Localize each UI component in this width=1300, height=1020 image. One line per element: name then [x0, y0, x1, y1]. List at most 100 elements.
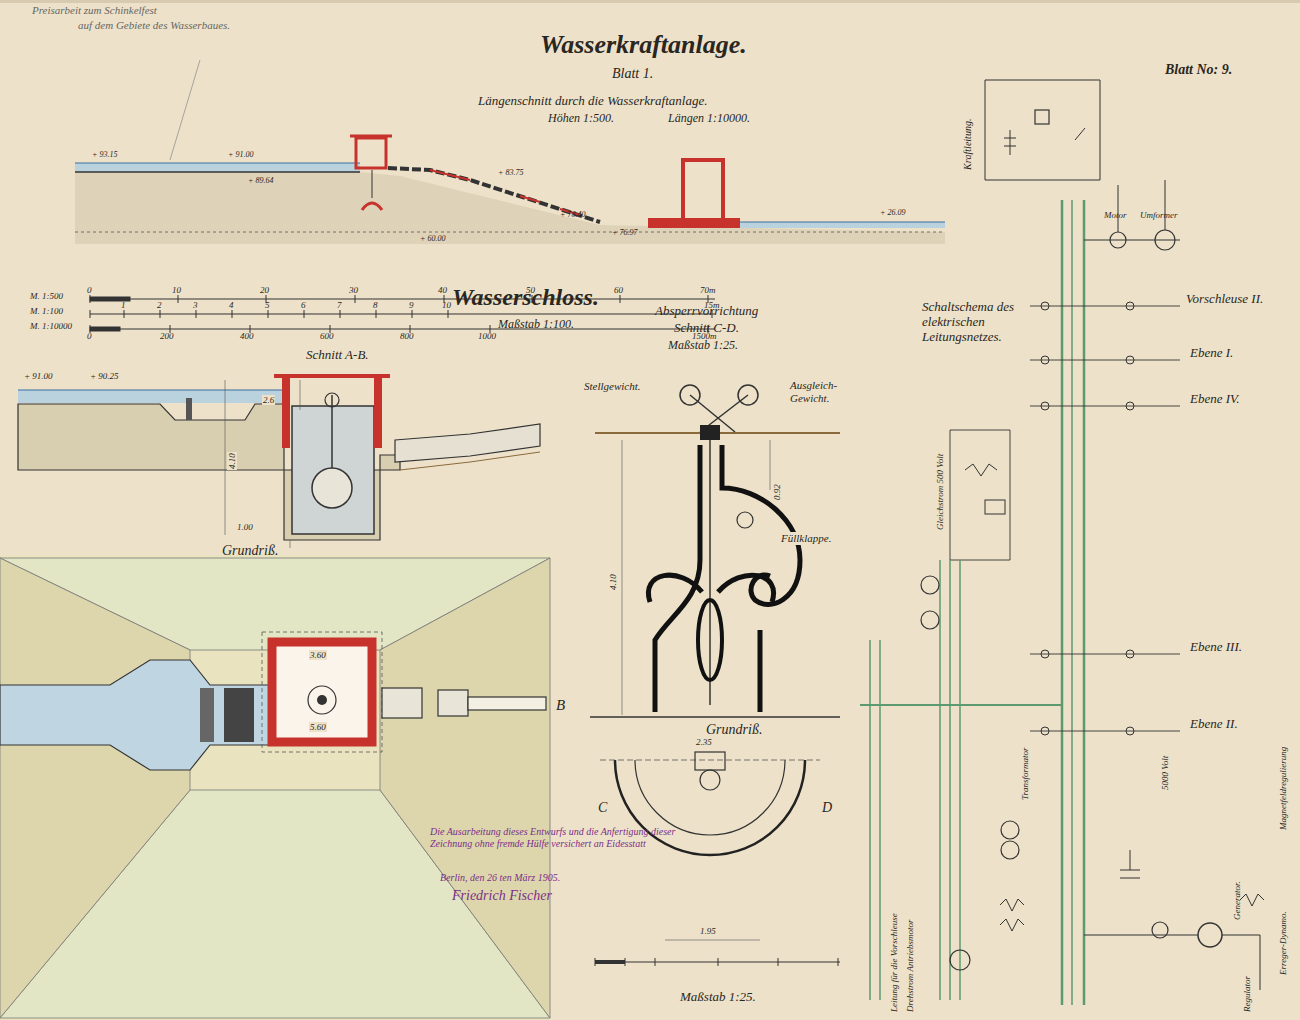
scale-bar-part — [90, 299, 715, 300]
wiring-schematic-part — [985, 80, 1100, 180]
surge-chamber-section-part — [18, 389, 282, 390]
wiring-schematic-part — [1071, 200, 1073, 1005]
scale-bar-part — [90, 295, 708, 303]
surge-chamber-plan-part — [224, 688, 254, 742]
surge-chamber-plan-part — [308, 686, 336, 714]
shutoff-valve-part — [770, 440, 771, 490]
elevation: + 90.25 — [90, 371, 119, 381]
sheet-number: Blatt No: 9. — [1165, 62, 1232, 78]
wiring-schematic-part — [921, 576, 939, 594]
view-title: Grundriß. — [222, 543, 278, 559]
wiring-schematic-part — [1126, 356, 1134, 364]
surge-chamber-plan-part — [272, 642, 372, 742]
elevation: + 93.15 — [92, 150, 117, 159]
surge-chamber-plan-part — [0, 660, 270, 770]
surge-chamber-section-part — [400, 452, 540, 470]
wiring-schematic-part — [1041, 302, 1049, 310]
scale-bar-part — [90, 310, 712, 318]
dimension: 0.92 — [772, 484, 782, 500]
header-note: Preisarbeit zum Schinkelfest — [32, 4, 157, 17]
shutoff-valve-part — [758, 630, 763, 712]
section-title: Längenschnitt durch die Wasserkraftanlag… — [478, 94, 707, 109]
scale-number: 1500m — [692, 331, 717, 341]
scale-number: 600 — [320, 331, 334, 341]
wiring-schematic-part — [1041, 650, 1049, 658]
level-label: Ebene IV. — [1190, 392, 1240, 407]
scale-number: 60 — [614, 285, 623, 295]
dimension: 5.60 — [309, 722, 327, 732]
wiring-schematic-part — [1126, 402, 1134, 410]
circuit-label: Drehstrom Antriebsmotor — [905, 920, 915, 1012]
declaration-note: Die Ausarbeitung dieses Entwurfs und die… — [430, 826, 680, 849]
scale-note: Höhen 1:500. — [548, 112, 614, 126]
part-label: Füllklappe. — [780, 532, 832, 545]
surge-chamber-plan-part — [0, 558, 190, 1018]
part-label: Ausgleich- Gewicht. — [790, 379, 856, 404]
scale-number: 8 — [373, 300, 378, 310]
part-label: Stellgewicht. — [584, 380, 641, 393]
drawing-heading: Wasserschloss. — [452, 284, 599, 312]
longitudinal-section-part — [388, 168, 600, 222]
scale-note: Längen 1:10000. — [668, 112, 750, 126]
shutoff-valve-part — [718, 575, 774, 602]
scale-number: 1000 — [478, 331, 496, 341]
elevation: + 91.00 — [228, 150, 253, 159]
header-note: auf dem Gebiete des Wasserbaues. — [78, 19, 230, 32]
shutoff-valve-part — [648, 575, 702, 602]
shutoff-valve-part — [595, 960, 625, 964]
wiring-schematic-part — [1001, 821, 1019, 839]
scale-bar-part — [90, 314, 715, 315]
shutoff-valve-part — [737, 512, 753, 528]
surge-chamber-plan-part — [382, 688, 422, 718]
wiring-schematic-part — [940, 560, 960, 1000]
longitudinal-section — [75, 60, 945, 244]
elevation: + 26.09 — [880, 208, 905, 217]
dimension: 1.95 — [700, 926, 716, 936]
wiring-schematic-part — [950, 950, 970, 970]
elevation: + 83.75 — [498, 168, 523, 177]
surge-chamber-section-part — [18, 404, 400, 540]
circuit-label: Regulator — [1242, 976, 1252, 1012]
dimension: 3.60 — [309, 650, 327, 660]
shutoff-valve-part — [595, 958, 838, 966]
elevation: + 76.97 — [612, 228, 637, 237]
scale-number: 10 — [172, 285, 181, 295]
surge-chamber-plan-part — [0, 555, 550, 1020]
scale-number: 20 — [260, 285, 269, 295]
wiring-schematic-part — [1004, 128, 1085, 155]
wiring-schematic-part — [1240, 894, 1264, 906]
wiring-schematic-part — [921, 611, 939, 629]
section-title: Schaltschema des elektrischen Leitungsne… — [922, 300, 1062, 345]
wiring-schematic-part — [1084, 935, 1260, 990]
scale-number: 7 — [337, 300, 342, 310]
wiring-schematic-part — [1126, 650, 1134, 658]
shutoff-valve-part — [738, 385, 758, 405]
longitudinal-section-part — [683, 160, 723, 222]
shutoff-valve-part — [600, 760, 820, 761]
wiring-schematic-part — [1001, 841, 1019, 859]
scale-number: 10 — [442, 300, 451, 310]
shutoff-valve — [590, 385, 840, 966]
longitudinal-section-part — [740, 222, 945, 228]
circuit-label: Erreger-Dynamo. — [1278, 911, 1288, 975]
surge-chamber-section-part — [325, 393, 339, 407]
surge-chamber-section-part — [395, 424, 540, 462]
scale-number: 6 — [301, 300, 306, 310]
longitudinal-section-part — [75, 163, 360, 164]
shutoff-valve-part — [709, 440, 711, 705]
view-title: Grundriß. — [706, 722, 762, 738]
circuit-label: Umformer — [1140, 210, 1178, 220]
section-marker: D — [822, 800, 832, 816]
surge-chamber-plan-part — [468, 697, 546, 710]
elevation: + 60.00 — [420, 234, 445, 243]
wiring-schematic-part — [1126, 302, 1134, 310]
wiring-schematic — [860, 80, 1264, 1005]
wiring-schematic-part — [1061, 200, 1064, 1005]
scale-bar-part — [90, 325, 708, 333]
signature: Friedrich Fischer — [452, 888, 552, 904]
longitudinal-section-part — [356, 138, 386, 168]
circuit-label: Gleichstrom 500 Volt — [935, 454, 945, 530]
